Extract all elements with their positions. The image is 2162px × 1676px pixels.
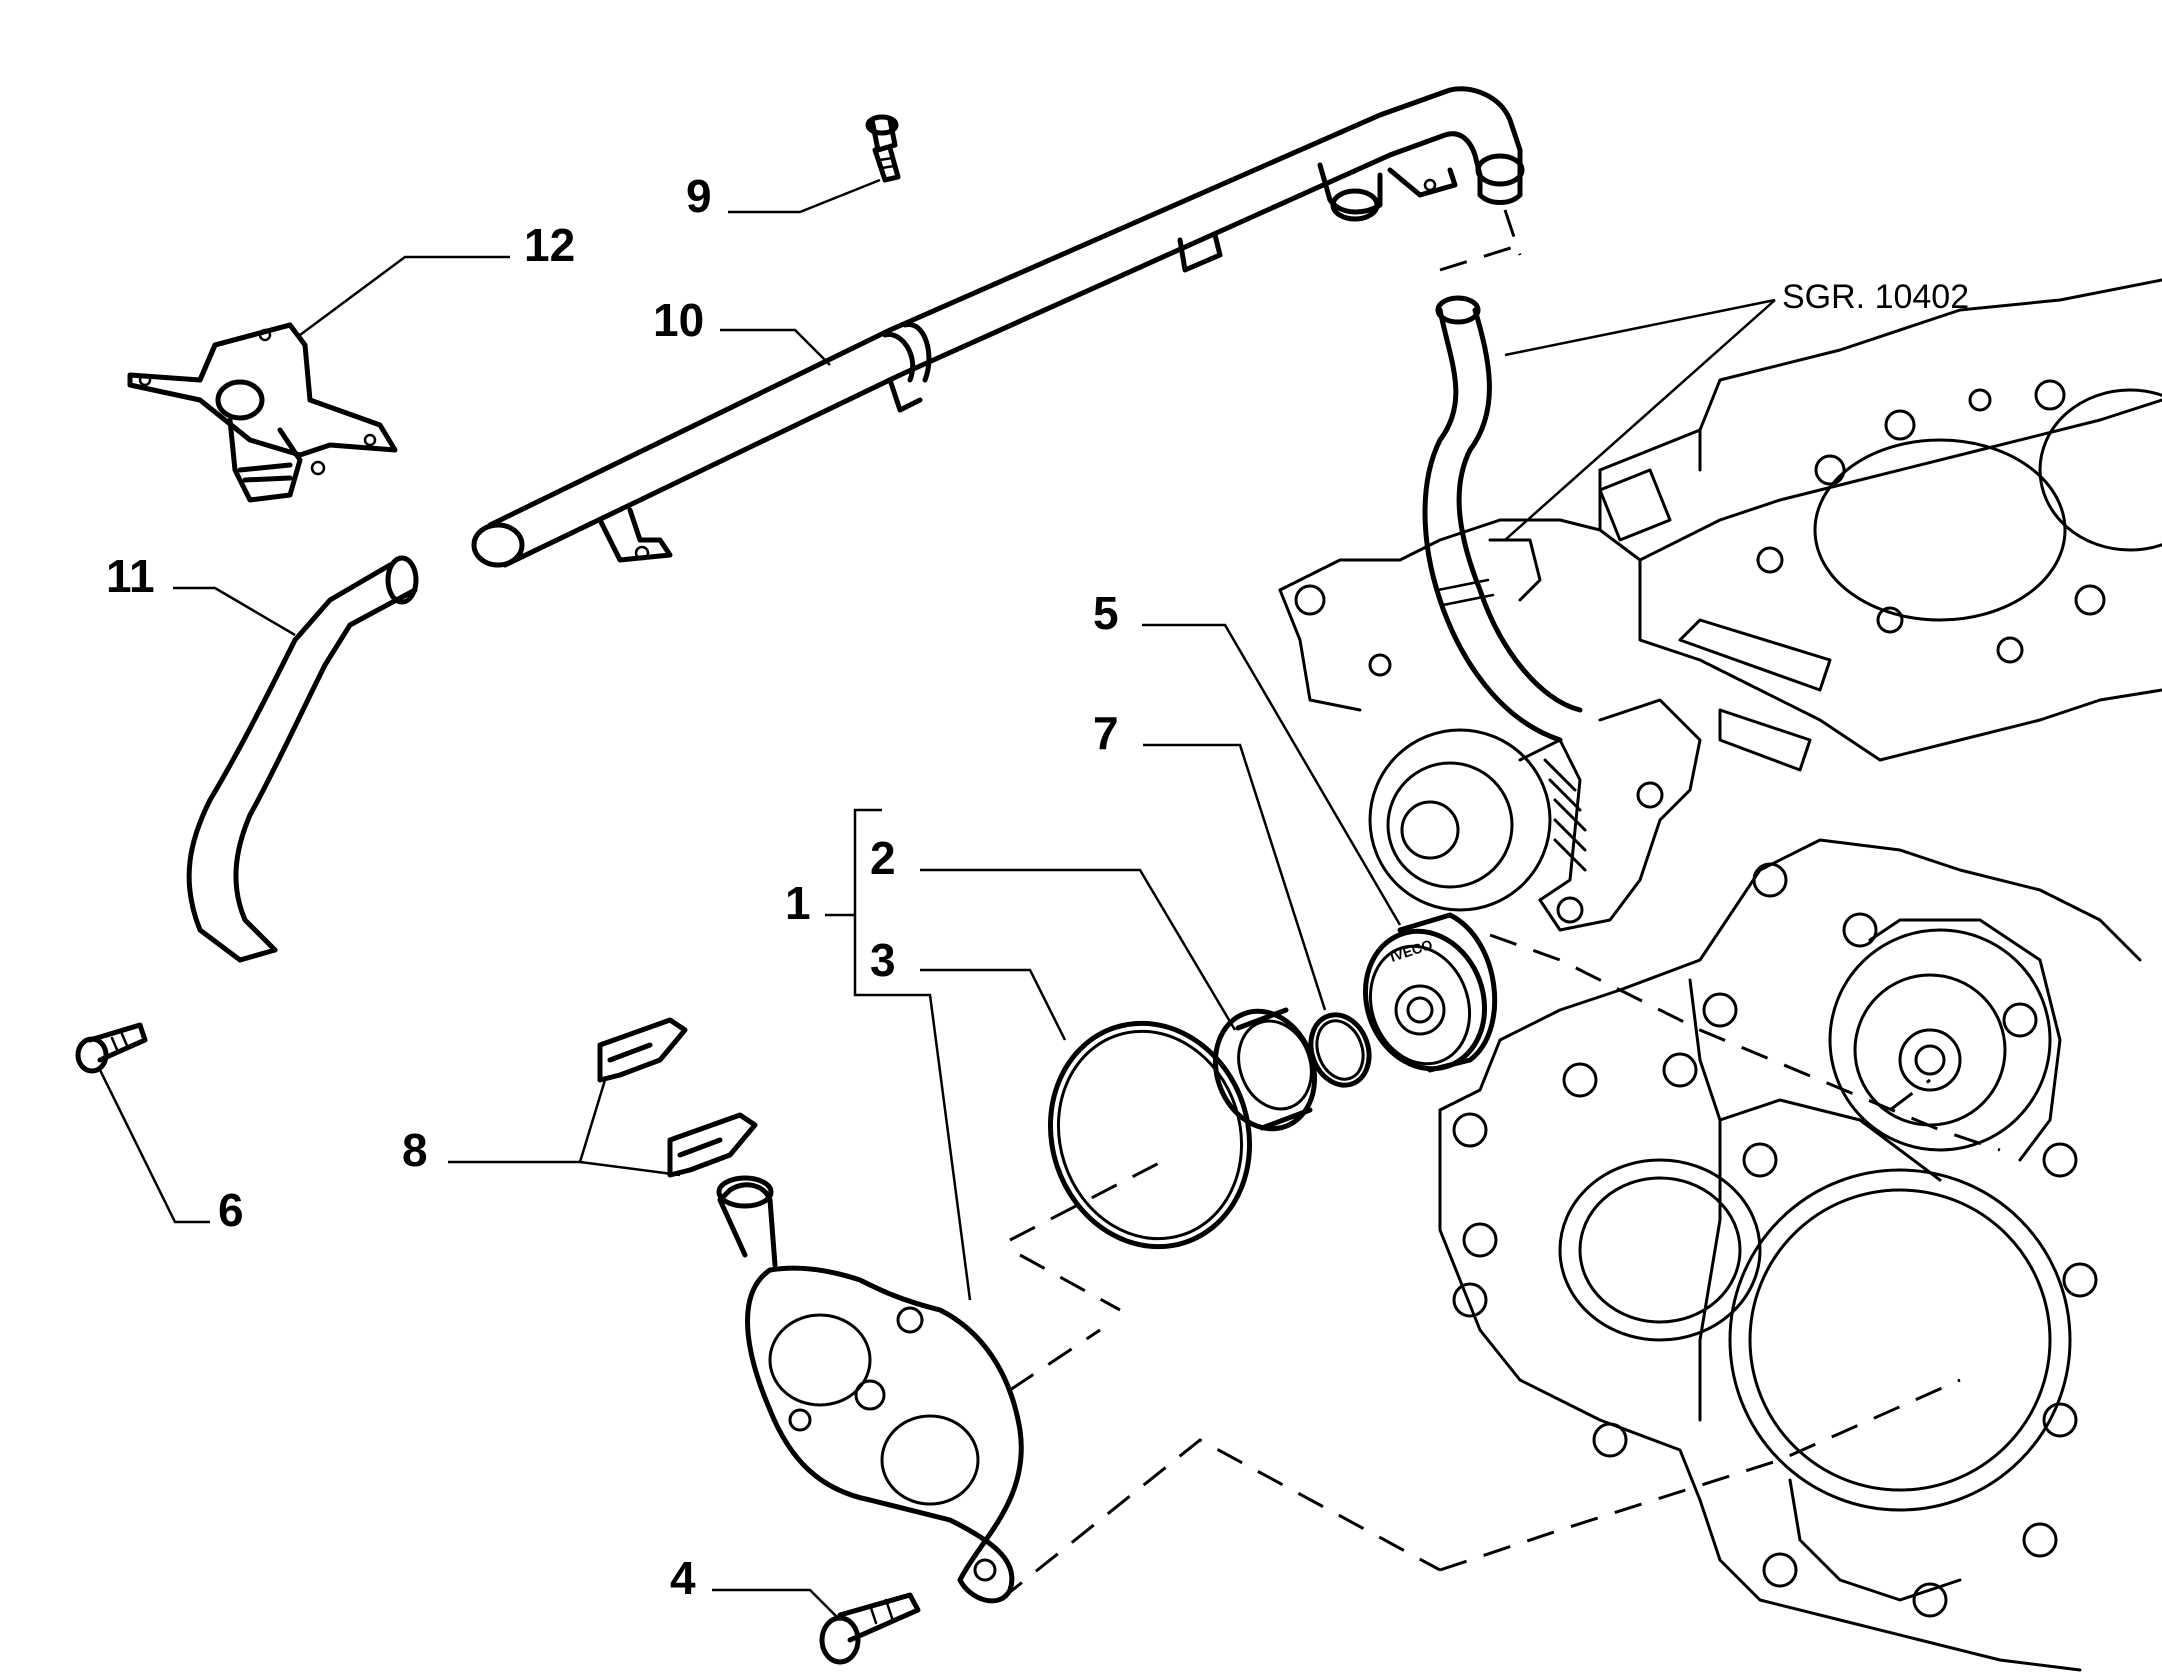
callout-4: 4	[670, 1552, 696, 1604]
pulley-brand-text: IVECO	[1388, 936, 1434, 965]
reference-label-sgr: SGR. 10402	[1782, 278, 1970, 316]
callout-12: 12	[524, 219, 576, 271]
callout-3: 3	[870, 934, 896, 986]
bolt-6	[75, 1022, 148, 1074]
cover-bolts	[1452, 862, 2098, 1618]
callout-9: 9	[686, 170, 712, 222]
callout-8: 8	[402, 1124, 428, 1176]
assembly-lines	[999, 209, 2001, 1602]
callout-11: 11	[106, 550, 155, 602]
callout-2: 2	[870, 832, 896, 884]
o-ring-3	[1047, 1020, 1253, 1250]
bolt-9	[865, 114, 901, 183]
clips-8	[597, 1017, 758, 1178]
callout-7: 7	[1093, 707, 1119, 759]
sgr-hose	[1422, 295, 1583, 743]
callout-6: 6	[218, 1184, 244, 1236]
callout-1: 1	[785, 877, 811, 929]
engine-block	[1278, 278, 2162, 1672]
seal-2	[1212, 1007, 1318, 1132]
water-pump-housing	[716, 1175, 1024, 1604]
leader-lines	[98, 178, 1776, 1621]
rubber-hose	[186, 555, 419, 963]
water-pipe	[471, 86, 1525, 568]
callout-5: 5	[1093, 587, 1119, 639]
callout-10: 10	[653, 294, 705, 346]
snap-ring-7	[1308, 1012, 1372, 1088]
bracket-clamp	[127, 322, 398, 503]
bolt-4	[819, 1592, 921, 1665]
